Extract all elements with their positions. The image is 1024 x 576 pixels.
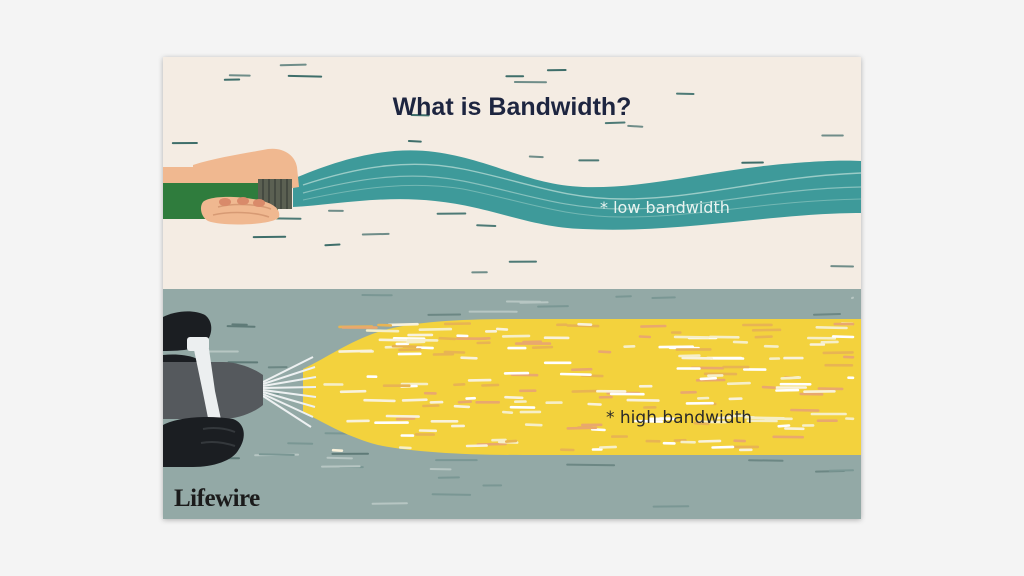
texture-dash	[627, 124, 644, 128]
stream-dash	[422, 404, 440, 408]
stream-dash	[598, 350, 612, 354]
stream-dash	[790, 408, 820, 412]
stream-dash	[831, 335, 855, 339]
stream-dash	[577, 322, 593, 327]
stream-dash	[460, 356, 478, 360]
stream-dash	[780, 376, 802, 380]
page-title: What is Bandwidth?	[392, 93, 632, 121]
stream-dash	[387, 322, 419, 327]
stream-dash	[698, 439, 722, 443]
texture-dash	[287, 74, 323, 78]
stream-dash	[590, 427, 606, 432]
stream-dash	[385, 414, 420, 418]
stream-dash	[398, 446, 412, 450]
texture-dash	[566, 463, 616, 467]
stream-dash	[571, 389, 600, 393]
stream-dash	[751, 328, 782, 332]
high-stream-dashes	[323, 322, 855, 453]
stream-dash	[481, 383, 500, 387]
texture-dash	[431, 493, 472, 496]
stream-dash	[598, 445, 618, 449]
stream-dash	[401, 398, 428, 402]
texture-dash	[604, 121, 626, 125]
stream-dash	[626, 398, 660, 402]
illustration-scene	[163, 57, 861, 519]
stream-dash	[559, 372, 592, 377]
stream-dash	[510, 373, 539, 377]
gloved-hand-with-nozzle-icon	[163, 311, 263, 467]
stream-dash	[457, 400, 473, 404]
stream-dash	[638, 335, 652, 339]
stream-dash	[777, 424, 791, 428]
stream-dash	[566, 426, 598, 430]
stream-dash	[504, 439, 518, 443]
stream-dash	[398, 348, 422, 352]
texture-dash	[226, 325, 256, 328]
stream-dash	[587, 402, 602, 406]
stream-dash	[754, 335, 773, 339]
stream-dash	[531, 345, 554, 350]
texture-dash	[615, 295, 632, 298]
stream-dash	[822, 351, 854, 355]
stream-dash	[524, 423, 543, 427]
high-bandwidth-label: * high bandwidth	[606, 408, 753, 428]
stream-dash	[750, 416, 786, 420]
stream-dash	[732, 340, 749, 344]
texture-dash	[361, 232, 390, 236]
stream-dash	[339, 389, 367, 394]
stream-dash	[815, 325, 848, 330]
stream-dash	[640, 324, 667, 328]
hand-holding-hose-icon	[163, 148, 299, 225]
stream-dash	[443, 350, 466, 354]
texture-dash	[528, 155, 544, 159]
stream-dash	[331, 448, 344, 453]
stream-dash	[711, 445, 735, 449]
stream-dash	[673, 335, 710, 339]
texture-dash	[748, 459, 784, 462]
stream-dash	[365, 329, 400, 333]
texture-dash	[651, 296, 676, 299]
texture-dash	[476, 224, 497, 227]
stream-dash	[453, 404, 471, 409]
lifewire-logo: Lifewire	[174, 485, 260, 512]
texture-dash	[371, 502, 408, 505]
high-bandwidth-stream	[303, 319, 861, 455]
stream-dash	[416, 346, 434, 350]
texture-dash	[324, 243, 341, 247]
stream-dash	[699, 376, 718, 381]
stream-dash	[729, 414, 748, 418]
stream-dash	[570, 367, 593, 372]
stream-dash	[681, 356, 714, 360]
stream-dash	[338, 349, 373, 353]
stream-dash	[504, 395, 524, 400]
bandwidth-illustration: What is Bandwidth? * low bandwidth * hig…	[163, 57, 861, 519]
nozzle-spray-fins	[262, 356, 317, 428]
texture-dash	[258, 453, 295, 456]
stream-dash	[501, 334, 531, 338]
stream-dash	[363, 398, 396, 403]
stream-dash	[634, 419, 664, 423]
low-bandwidth-stream	[293, 150, 861, 230]
stream-dash	[495, 327, 509, 331]
texture-dash	[279, 63, 307, 67]
stream-dash	[465, 444, 488, 448]
stream-dash	[395, 417, 416, 421]
stream-dash	[378, 338, 408, 342]
texture-dash	[407, 140, 422, 143]
stream-dash	[693, 421, 710, 426]
stream-dash	[761, 385, 776, 390]
stream-dash	[566, 324, 600, 328]
stream-dash	[501, 410, 514, 415]
stream-dash	[726, 381, 751, 386]
texture-dash	[326, 456, 353, 460]
stream-dash	[438, 336, 457, 341]
stream-dash	[453, 382, 466, 387]
stream-dash	[715, 416, 732, 420]
low-bandwidth-label: * low bandwidth	[600, 198, 730, 217]
texture-dash	[537, 305, 569, 308]
texture-dash	[813, 313, 841, 316]
stream-dash	[418, 327, 453, 332]
